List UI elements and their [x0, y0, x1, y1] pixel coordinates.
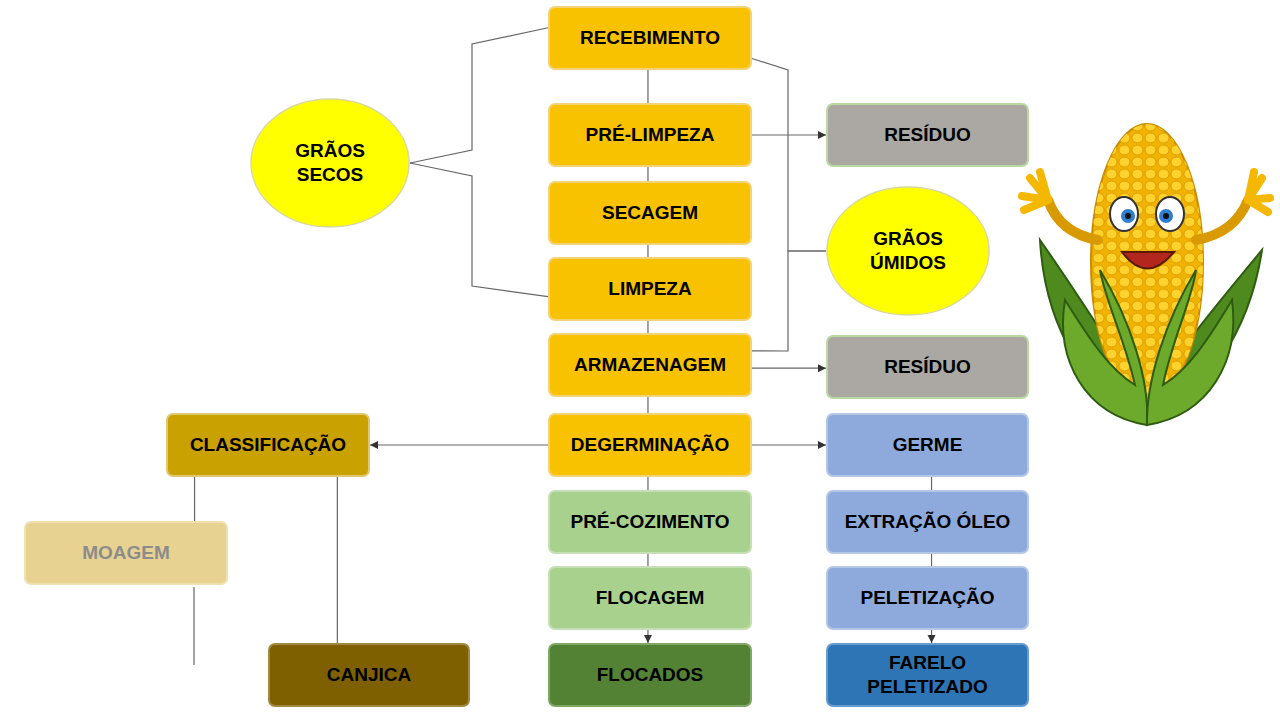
node-label: FLOCAGEM: [596, 586, 705, 610]
node-label: PELETIZAÇÃO: [860, 586, 994, 610]
connector: [931, 477, 932, 490]
connector: [647, 554, 648, 566]
node-label: CLASSIFICAÇÃO: [190, 433, 346, 457]
product-box: FLOCADOS: [548, 643, 752, 707]
connector: [647, 397, 648, 413]
node-label: RESÍDUO: [884, 355, 971, 379]
connector: [647, 245, 648, 257]
ellipse-shape: [827, 187, 989, 315]
process-box: CLASSIFICAÇÃO: [166, 413, 370, 477]
node-label: SECAGEM: [602, 201, 698, 225]
process-box: PELETIZAÇÃO: [826, 566, 1029, 630]
connector: [647, 167, 648, 181]
node-label: PRÉ-LIMPEZA: [586, 123, 715, 147]
connector: [752, 58, 826, 251]
node-label: GRÃOS SECOS: [275, 139, 385, 187]
line-tail: [193, 587, 194, 665]
node-label: PRÉ-COZIMENTO: [570, 510, 729, 534]
node-label: RECEBIMENTO: [580, 26, 720, 50]
node-label: MOAGEM: [82, 541, 170, 565]
residue-box: RESÍDUO: [826, 335, 1029, 399]
process-box: DEGERMINAÇÃO: [548, 413, 752, 477]
connector: [647, 70, 648, 103]
product-box: CANJICA: [268, 643, 470, 707]
connector: [647, 630, 648, 643]
residue-box: RESÍDUO: [826, 103, 1029, 167]
ellipse-outline: [250, 98, 410, 228]
node-label: CANJICA: [327, 663, 411, 687]
process-box: PRÉ-LIMPEZA: [548, 103, 752, 167]
node-label: DEGERMINAÇÃO: [571, 433, 729, 457]
connector: [931, 630, 932, 643]
node-label: FARELO PELETIZADO: [853, 651, 1003, 699]
connector: [752, 134, 826, 135]
node-label: EXTRAÇÃO ÓLEO: [845, 510, 1011, 534]
input-ellipse: GRÃOS ÚMIDOS: [826, 186, 990, 316]
connector: [752, 368, 826, 369]
connector: [194, 477, 195, 521]
node-label: GERME: [893, 433, 963, 457]
ellipse-shape: [251, 99, 409, 227]
node-label: RESÍDUO: [884, 123, 971, 147]
connector: [647, 321, 648, 333]
process-box: EXTRAÇÃO ÓLEO: [826, 490, 1029, 554]
process-box: MOAGEM: [24, 521, 228, 585]
connector: [752, 444, 826, 445]
connector: [931, 554, 932, 566]
process-box: PRÉ-COZIMENTO: [548, 490, 752, 554]
connector: [410, 28, 548, 163]
node-label: GRÃOS ÚMIDOS: [848, 227, 968, 275]
connector: [370, 444, 548, 445]
product-box: GERME: [826, 413, 1029, 477]
connector: [752, 251, 826, 351]
ellipse-outline: [826, 186, 990, 316]
process-box: FLOCAGEM: [548, 566, 752, 630]
process-box: RECEBIMENTO: [548, 6, 752, 70]
connector: [337, 477, 338, 643]
node-label: LIMPEZA: [608, 277, 691, 301]
process-box: LIMPEZA: [548, 257, 752, 321]
process-box: SECAGEM: [548, 181, 752, 245]
product-box: FARELO PELETIZADO: [826, 643, 1029, 707]
node-label: ARMAZENAGEM: [574, 353, 726, 377]
connector: [410, 163, 548, 297]
connector: [647, 477, 648, 490]
node-label: FLOCADOS: [597, 663, 704, 687]
process-box: ARMAZENAGEM: [548, 333, 752, 397]
input-ellipse: GRÃOS SECOS: [250, 98, 410, 228]
